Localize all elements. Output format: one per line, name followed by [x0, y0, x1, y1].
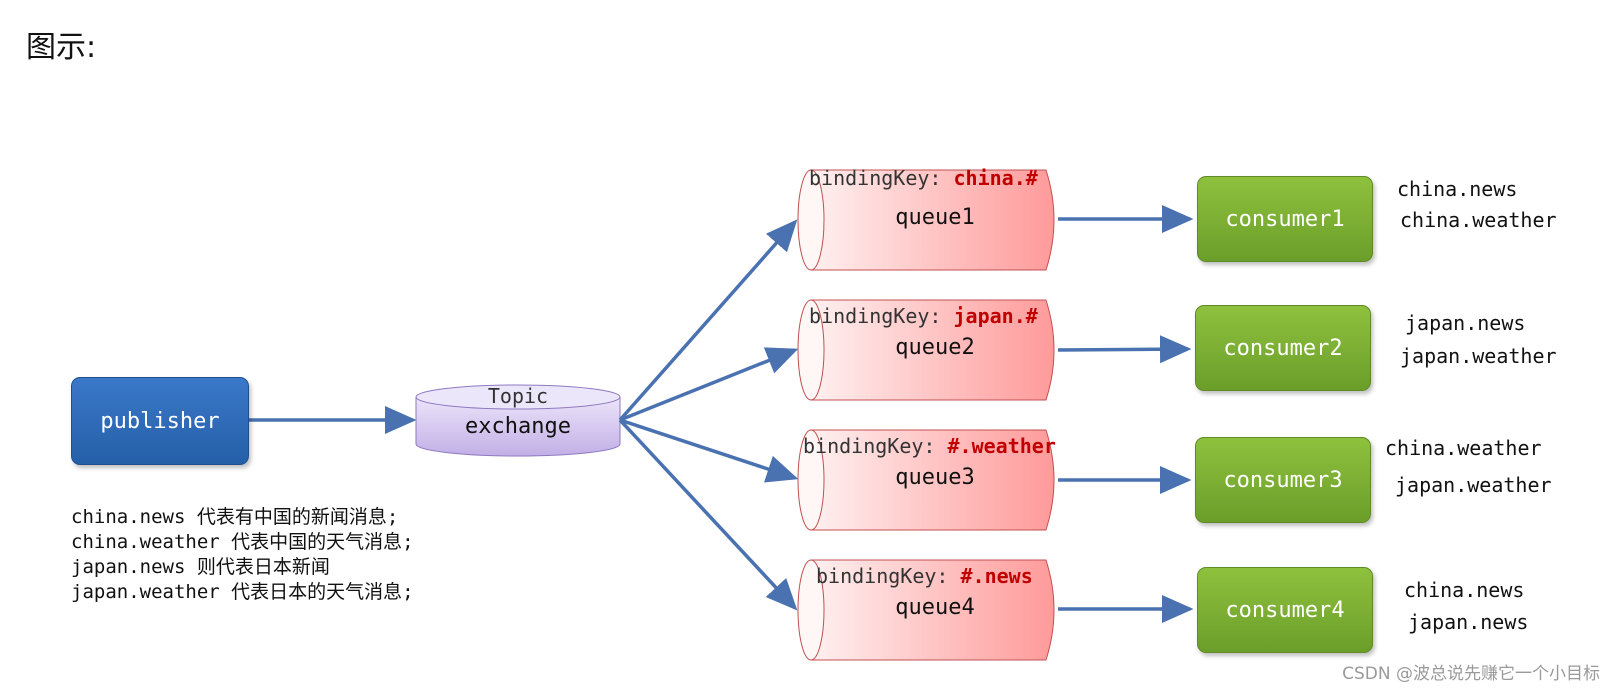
binding-key-prefix: bindingKey: [809, 166, 954, 190]
consumer-node-1: consumer1 [1197, 176, 1373, 262]
arrow-exchange-queue2 [619, 347, 799, 422]
binding-key-value: japan.# [953, 304, 1038, 328]
legend: china.news 代表有中国的新闻消息; china.weather 代表中… [71, 505, 414, 605]
legend-line: japan.weather 代表日本的天气消息; [71, 581, 414, 603]
route-label: china.weather [1400, 208, 1557, 232]
queue-label-2: queue2 [895, 335, 975, 360]
exchange-name-label: exchange [465, 414, 571, 439]
route-label: china.news [1397, 177, 1518, 201]
binding-key-1: bindingKey: china.# [809, 166, 1038, 190]
route-label: japan.weather [1400, 344, 1557, 368]
watermark: CSDN @波总说先赚它一个小目标 [1342, 664, 1600, 684]
queue-cylinder-3 [797, 429, 1055, 531]
queue-cylinder-2 [797, 299, 1055, 401]
binding-key-value: #.weather [947, 434, 1056, 458]
binding-key-3: bindingKey: #.weather [803, 434, 1056, 458]
consumer-node-2: consumer2 [1195, 305, 1371, 391]
arrow-exchange-queue4 [618, 418, 798, 611]
queue-label-1: queue1 [895, 205, 975, 230]
consumer-node-3: consumer3 [1195, 437, 1371, 523]
binding-key-prefix: bindingKey: [809, 304, 954, 328]
route-label: china.weather [1385, 436, 1542, 460]
publisher-node: publisher [71, 377, 249, 465]
arrow-exchange-queue3 [619, 418, 799, 483]
consumer-node-4: consumer4 [1197, 567, 1373, 653]
binding-key-4: bindingKey: #.news [816, 564, 1033, 588]
figure-title: 图示: [26, 30, 97, 65]
queue-label-3: queue3 [895, 465, 975, 490]
binding-key-value: #.news [960, 564, 1033, 588]
route-label: japan.weather [1395, 473, 1552, 497]
legend-line: china.news 代表有中国的新闻消息; [71, 506, 399, 528]
binding-key-2: bindingKey: japan.# [809, 304, 1038, 328]
arrow-exchange-queue1 [618, 219, 798, 422]
queue-cylinder-1 [797, 169, 1055, 271]
exchange-cylinder [415, 384, 621, 457]
queue-cylinder-4 [797, 559, 1055, 661]
legend-line: japan.news 则代表日本新闻 [71, 556, 330, 578]
binding-key-prefix: bindingKey: [803, 434, 948, 458]
route-label: japan.news [1405, 311, 1526, 335]
route-label: china.news [1404, 578, 1525, 602]
route-label: japan.news [1408, 610, 1529, 634]
legend-line: china.weather 代表中国的天气消息; [71, 531, 414, 553]
arrow-queue2-consumer2 [1057, 335, 1192, 364]
binding-key-value: china.# [953, 166, 1038, 190]
exchange-type-label: Topic [487, 384, 549, 408]
binding-key-prefix: bindingKey: [816, 564, 961, 588]
queue-label-4: queue4 [895, 595, 975, 620]
